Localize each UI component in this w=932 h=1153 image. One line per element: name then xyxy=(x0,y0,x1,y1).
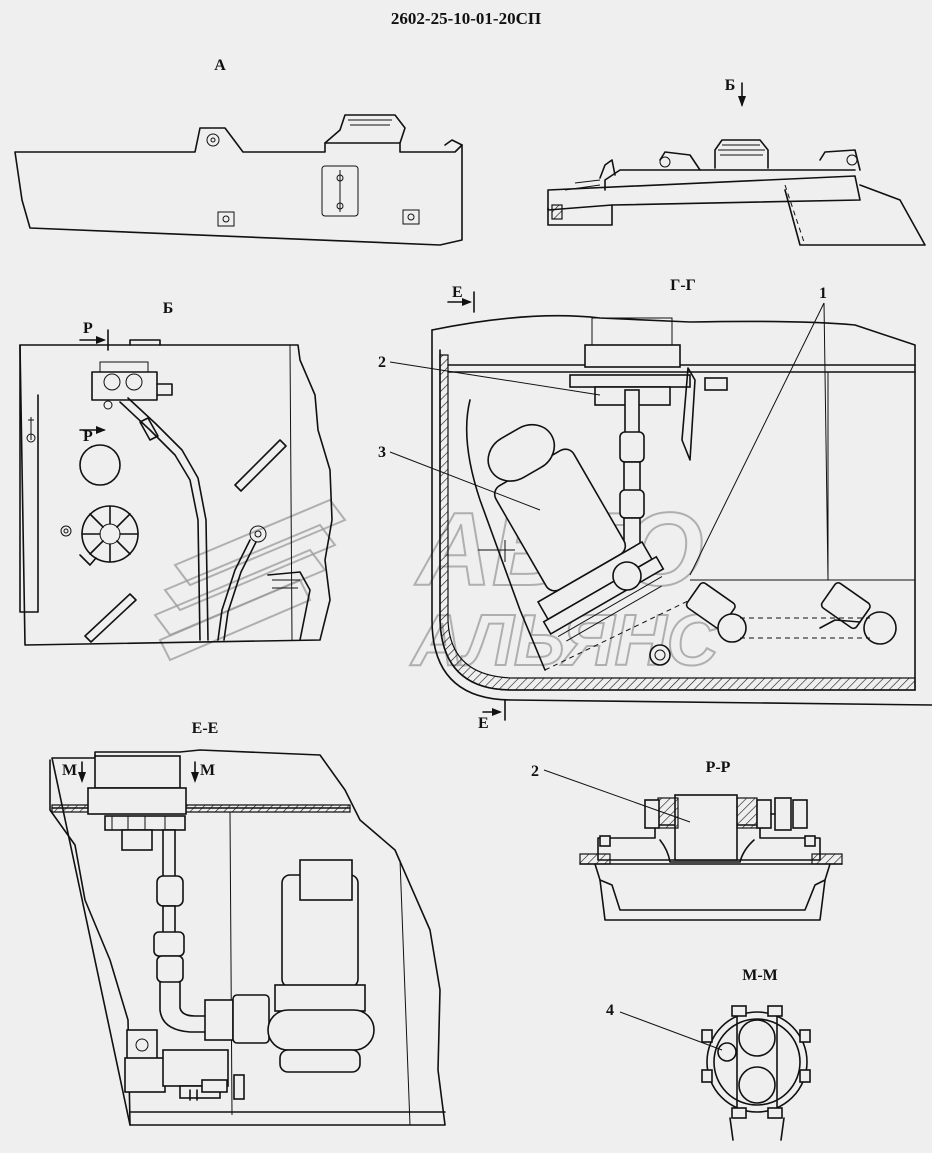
callout-2-gg: 2 xyxy=(378,354,386,371)
section-mm-label: М-М xyxy=(742,967,778,984)
section-mark-e-top: Е xyxy=(452,284,463,301)
drawing-code: 2602-25-10-01-20СП xyxy=(391,9,541,28)
callout-1: 1 xyxy=(819,285,827,302)
watermark-logo-stripes xyxy=(153,498,347,662)
section-mark-m-left: М xyxy=(62,762,77,779)
callout-2-rr: 2 xyxy=(531,763,539,780)
view-b-arrow-label: Б xyxy=(725,77,736,94)
callout-4: 4 xyxy=(606,1002,614,1019)
view-b-label: Б xyxy=(163,300,174,317)
section-mark-m-right: М xyxy=(200,762,215,779)
callout-3: 3 xyxy=(378,444,386,461)
view-b: Б Р Р xyxy=(19,300,333,646)
section-ee: Е-Е М М xyxy=(49,720,446,1126)
section-mark-r-bottom: Р xyxy=(83,428,93,445)
section-ee-label: Е-Е xyxy=(192,720,219,737)
section-gg: Г-Г Е Е xyxy=(378,277,932,732)
view-b-arrow: Б xyxy=(547,77,926,246)
outlet-fitting-right xyxy=(820,582,871,630)
view-a-label: А xyxy=(214,57,226,74)
section-rr-label: Р-Р xyxy=(706,759,731,776)
section-mark-e-bottom: Е xyxy=(478,715,489,732)
section-mark-r-top: Р xyxy=(83,320,93,337)
view-a: А xyxy=(14,57,463,246)
section-mm: М-М 4 xyxy=(606,967,811,1141)
section-rr: Р-Р 2 xyxy=(531,759,843,921)
section-gg-label: Г-Г xyxy=(670,277,696,294)
